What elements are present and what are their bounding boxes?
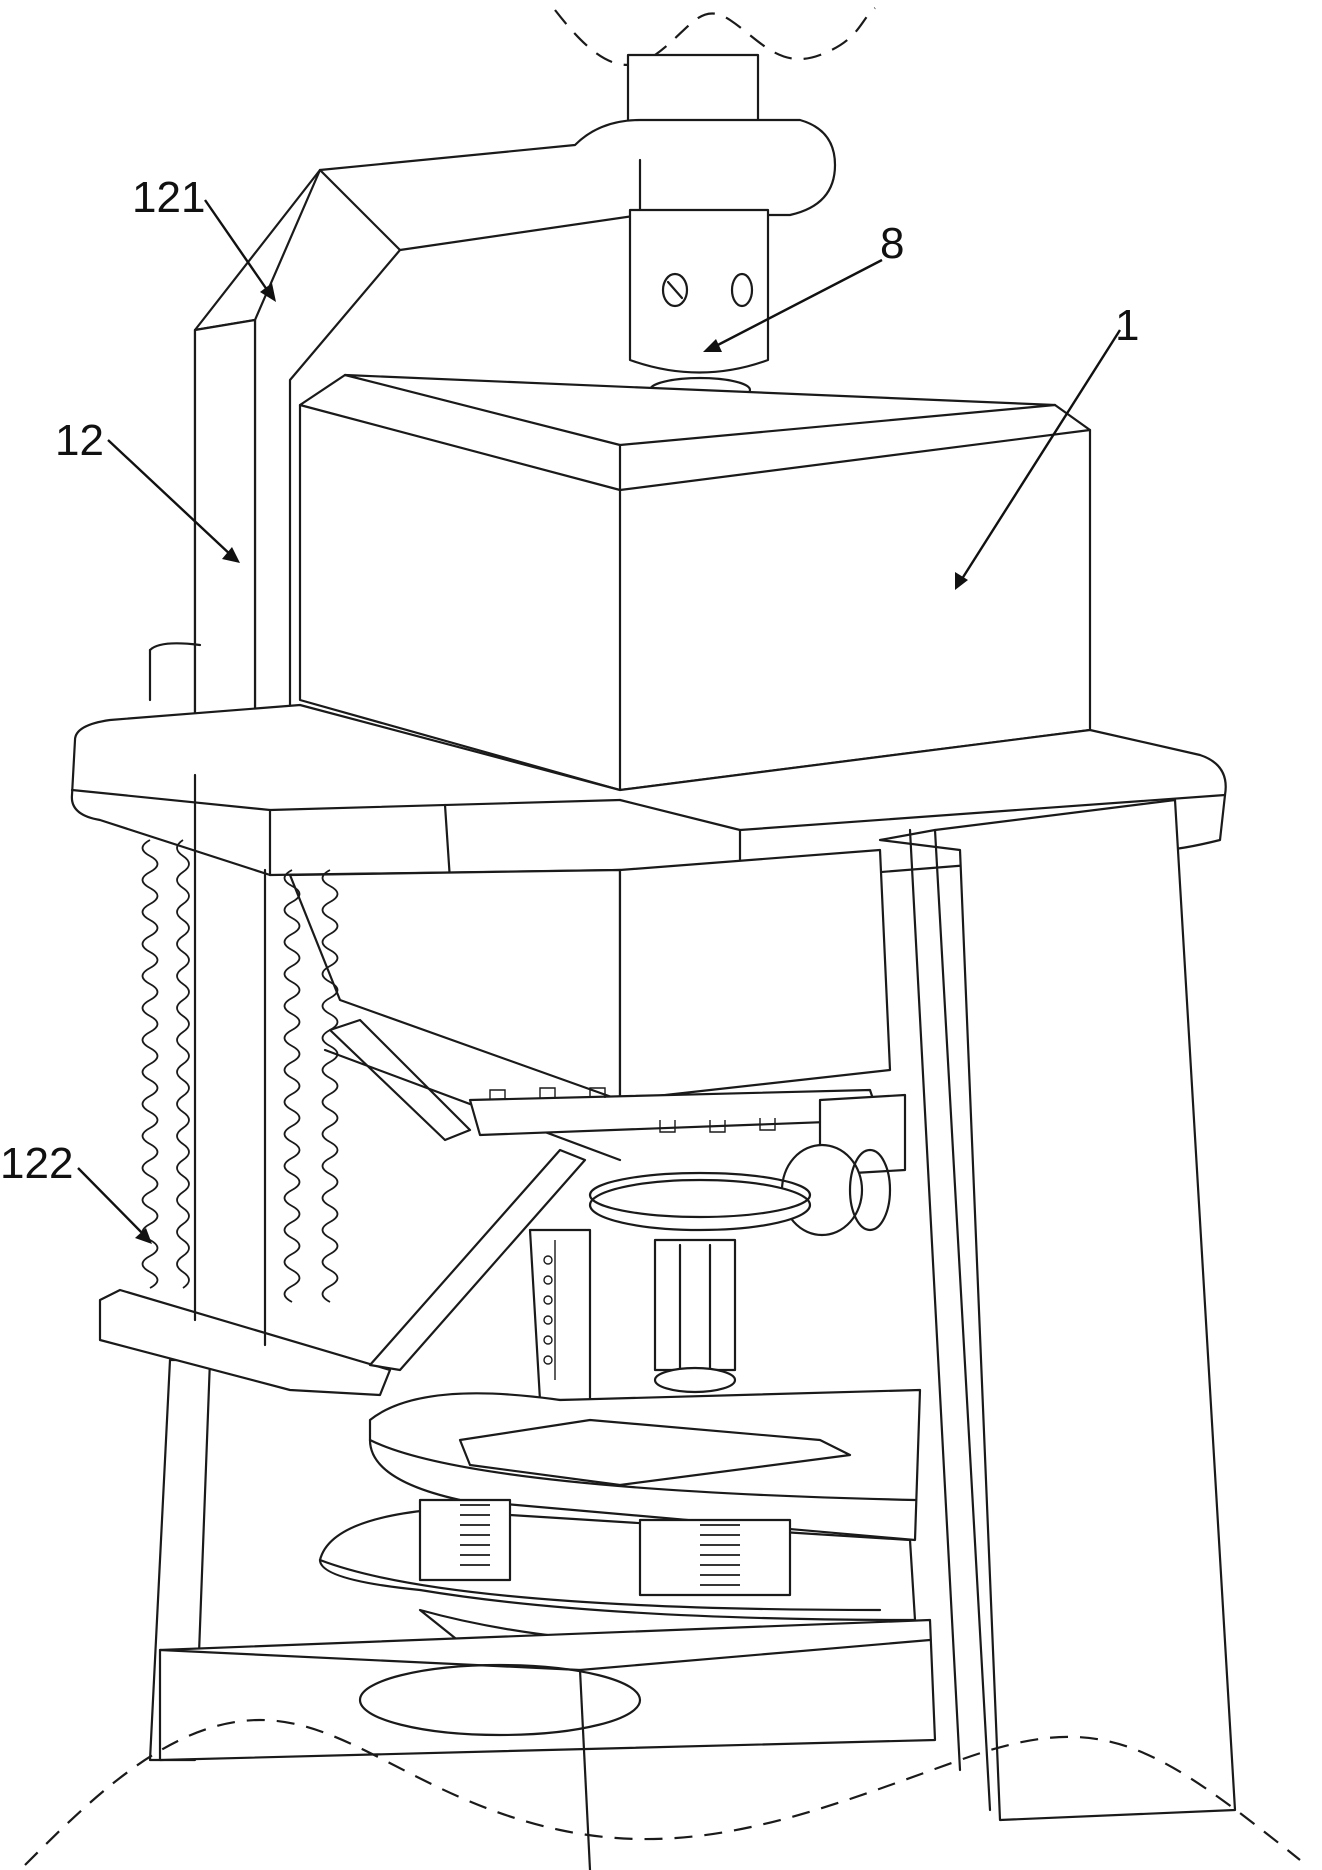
right-leg [878,798,1237,1822]
diagonal-struts [323,1018,622,1372]
callout-122: 122 [0,1139,73,1188]
callout-121: 121 [132,173,205,222]
leader-121 [204,199,276,302]
turntable-springs [418,1498,792,1597]
leader-8 [703,258,883,352]
callout-12: 12 [55,416,104,465]
tool-head-8 [628,208,770,404]
rotary-disc [588,1171,812,1232]
post-12 [193,318,257,777]
callout-8: 8 [880,219,904,268]
base-housing [158,1618,937,1870]
leader-1 [955,329,1122,590]
gear-rack [468,1087,882,1137]
spring-left-outer [141,839,159,1289]
center-pillars [528,1228,737,1402]
spring-right-inner [321,869,339,1303]
leader-12 [107,439,240,563]
bottom-break-line [24,1718,1301,1866]
callout-1: 1 [1115,301,1139,350]
leader-122 [77,1167,152,1244]
spring-right-outer [283,869,301,1303]
top-break-line [554,7,876,66]
spring-left-inner [176,839,190,1289]
lower-bracket-122 [98,773,392,1397]
